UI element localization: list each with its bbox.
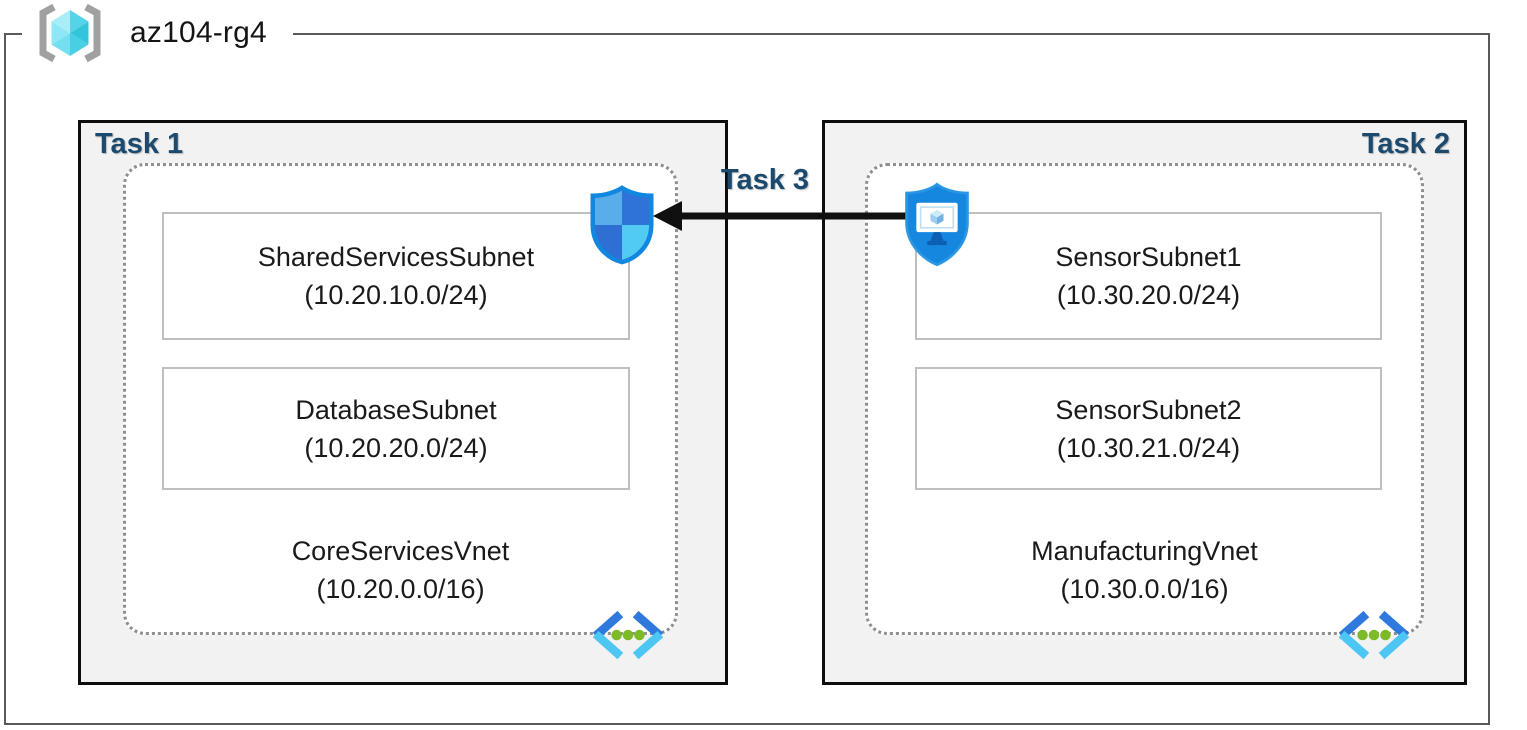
resource-group-icon [39,3,101,63]
subnet-name: DatabaseSubnet [295,394,497,425]
shared-services-subnet-box: SharedServicesSubnet (10.20.10.0/24) [162,212,630,340]
subnet-cidr: (10.30.21.0/24) [1056,432,1241,463]
sensor-subnet2-box: SensorSubnet2 (10.30.21.0/24) [915,367,1382,490]
resource-group-header: az104-rg4 [22,0,293,66]
subnet-cidr: (10.30.20.0/24) [1056,280,1241,310]
subnet-name: SensorSubnet1 [1055,242,1242,272]
core-services-vnet-box: SharedServicesSubnet (10.20.10.0/24) Dat… [123,163,678,660]
task1-label: Task 1 [95,128,184,160]
vnet-cidr: (10.30.0.0/16) [1060,574,1229,604]
vnet-label: CoreServicesVnet (10.20.0.0/16) [126,532,675,608]
subnet-cidr: (10.20.10.0/24) [304,280,488,310]
database-subnet-box: DatabaseSubnet (10.20.20.0/24) [162,367,630,490]
vnet-cidr: (10.20.0.0/16) [316,574,485,604]
bastion-icon [905,182,969,267]
task3-label: Task 3 [720,164,810,196]
task1-box: Task 1 SharedServicesSubnet (10.20.10.0/… [78,120,728,685]
subnet-name: SensorSubnet2 [1055,394,1242,425]
virtual-network-icon [592,610,664,660]
vnet-name: ManufacturingVnet [1031,536,1258,566]
vnet-name: CoreServicesVnet [291,536,510,566]
subnet-name: SharedServicesSubnet [257,242,535,272]
resource-group-name: az104-rg4 [130,16,267,49]
sensor-subnet1-box: SensorSubnet1 (10.30.20.0/24) [915,212,1382,340]
network-security-group-icon [590,185,654,265]
resource-group-boundary [4,33,1490,725]
virtual-network-icon [1338,610,1410,660]
vnet-label: ManufacturingVnet (10.30.0.0/16) [868,532,1421,608]
subnet-cidr: (10.20.20.0/24) [304,432,488,463]
task2-label: Task 2 [1361,128,1450,160]
task3-arrow [653,201,906,231]
